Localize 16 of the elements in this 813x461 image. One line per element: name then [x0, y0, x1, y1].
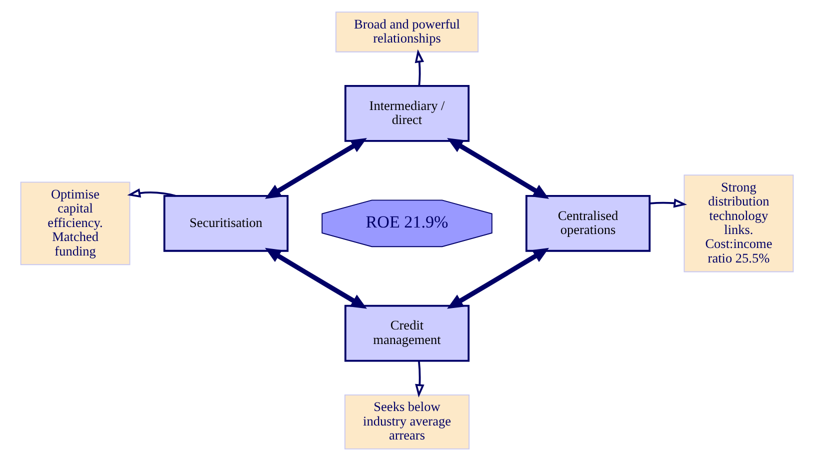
node-box: Intermediary / direct [344, 85, 470, 142]
node-box: Seeks below industry average arrears [344, 394, 470, 450]
node-box: Securitisation [162, 194, 288, 252]
arrow [264, 138, 366, 199]
node-box: Credit management [344, 304, 470, 362]
arrow [446, 248, 549, 309]
node-box: Strong distribution technology links. Cost:income ratio 25.5% [683, 174, 794, 272]
arrow [414, 361, 424, 398]
arrow [414, 49, 424, 86]
arrow [446, 138, 549, 199]
node-box: Centralised operations [524, 194, 650, 252]
node-box: Broad and powerful relationships [334, 12, 478, 52]
arrow [264, 248, 366, 309]
arrow [649, 198, 687, 208]
arrow [126, 188, 176, 198]
node-box: Optimise capital efficiency. Matched funding [20, 182, 130, 266]
